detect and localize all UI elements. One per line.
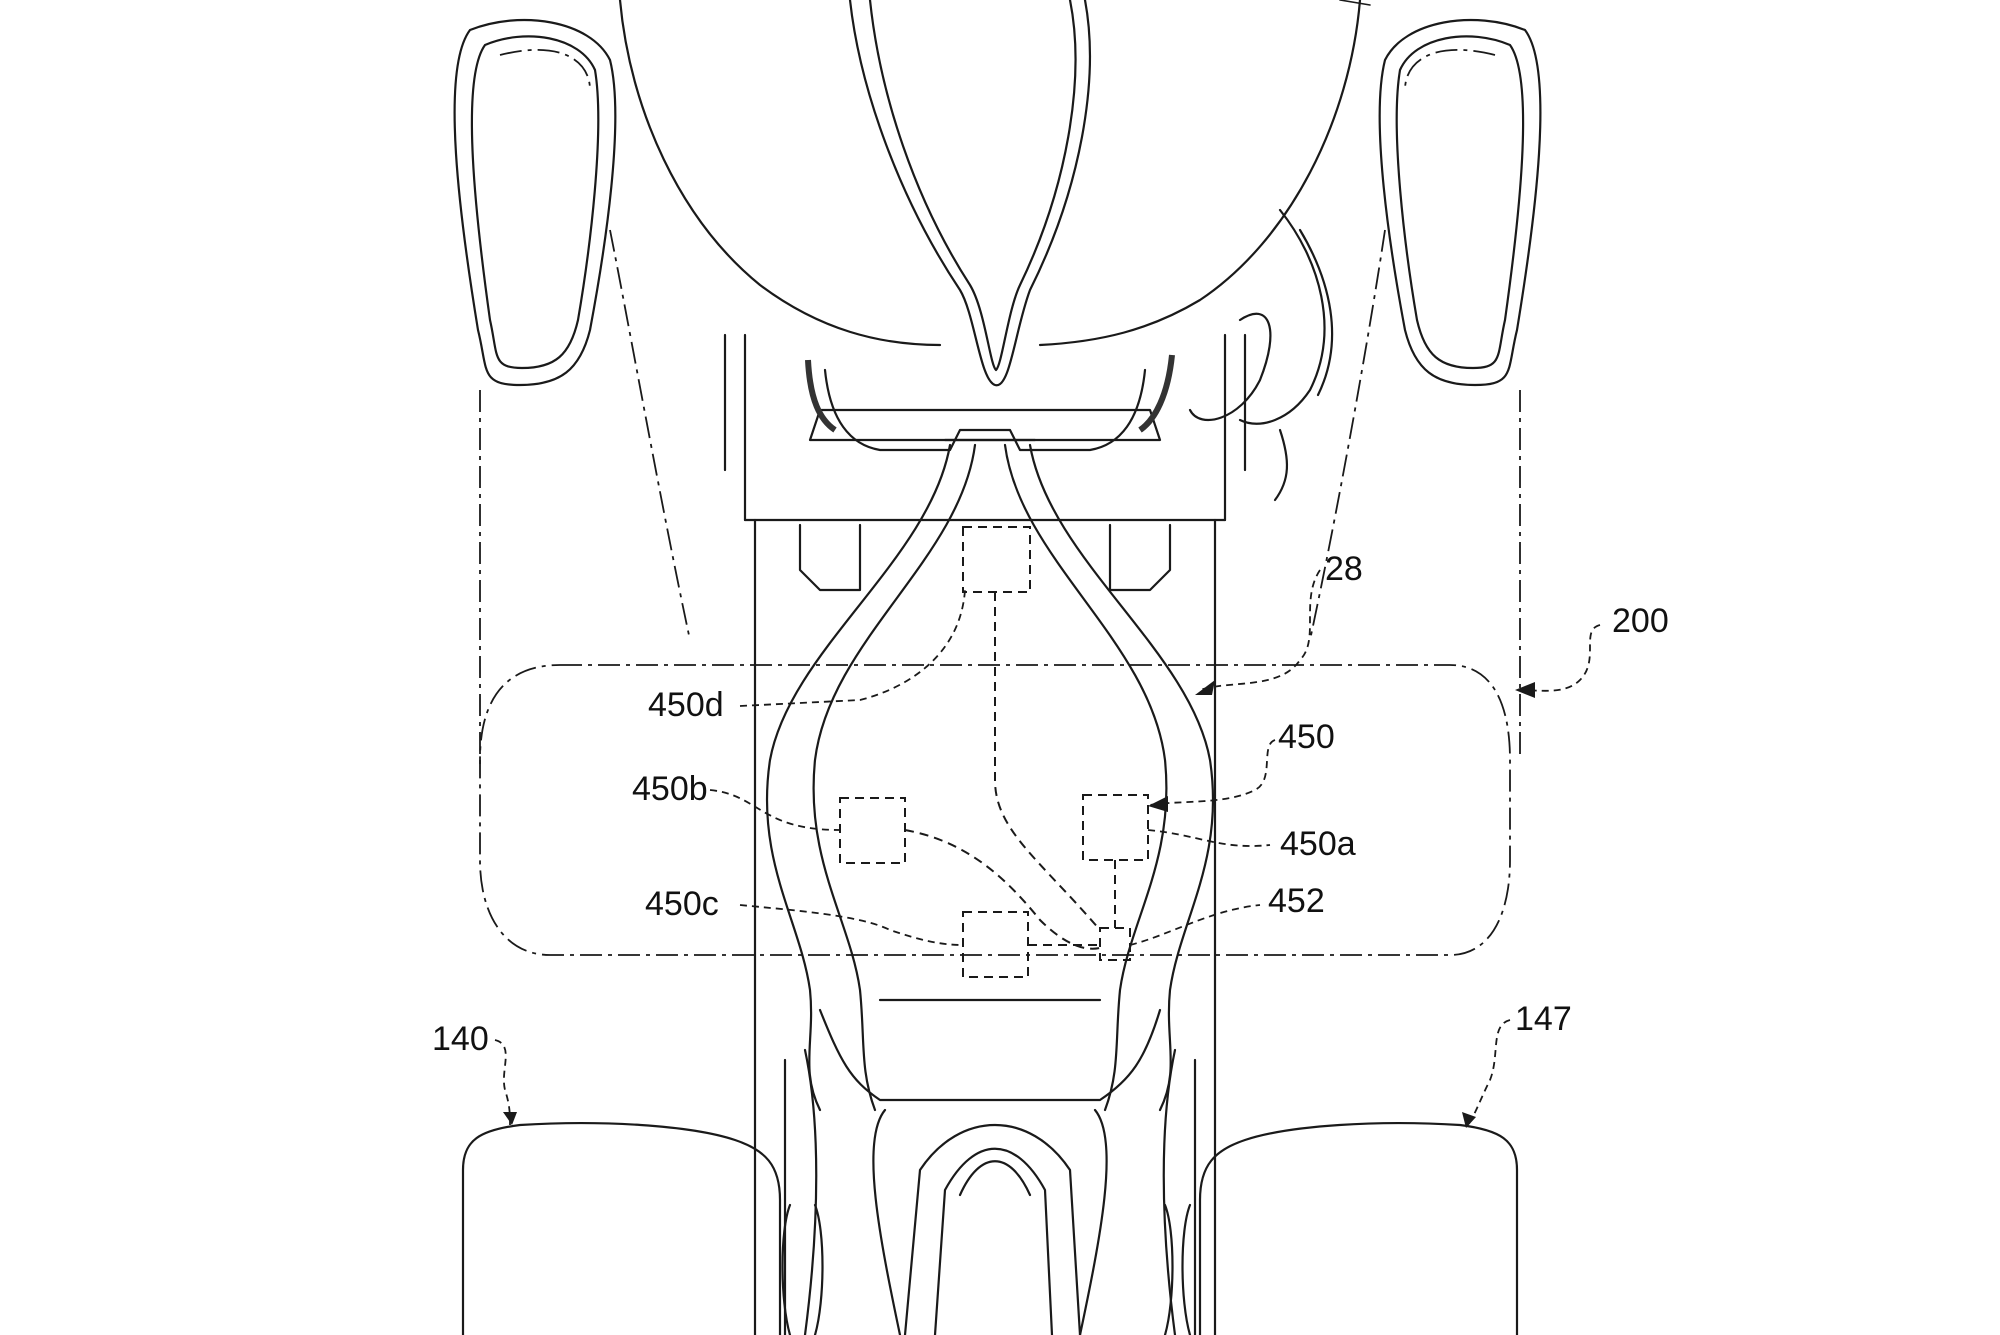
triple-clamp [723,208,1334,1335]
label-450b: 450b [632,770,708,808]
label-450a: 450a [1280,825,1356,863]
left-hand-guard [453,18,617,387]
label-140: 140 [432,1020,489,1058]
rear-section [781,1008,1197,1335]
envelope-200 [479,229,1521,956]
label-28: 28 [1325,550,1363,588]
frame-28 [765,438,1215,1112]
label-450: 450 [1278,718,1335,756]
right-hand-guard [1378,18,1542,387]
label-452: 452 [1268,882,1325,920]
box-450a [1082,794,1149,861]
box-450d [962,526,1031,593]
right-tire-147 [1198,1122,1519,1335]
box-450b [839,797,906,864]
component-boxes [839,526,1149,978]
label-450c: 450c [645,885,719,923]
reference-labels: 28 200 450 450d 450b 450a 450c 452 140 1… [432,550,1669,1058]
left-tire-140 [461,1122,782,1335]
front-fairing [618,0,1371,387]
leaders [494,569,1601,1128]
label-200: 200 [1612,602,1669,640]
label-147: 147 [1515,1000,1572,1038]
label-450d: 450d [648,686,724,724]
box-450c [962,911,1029,978]
